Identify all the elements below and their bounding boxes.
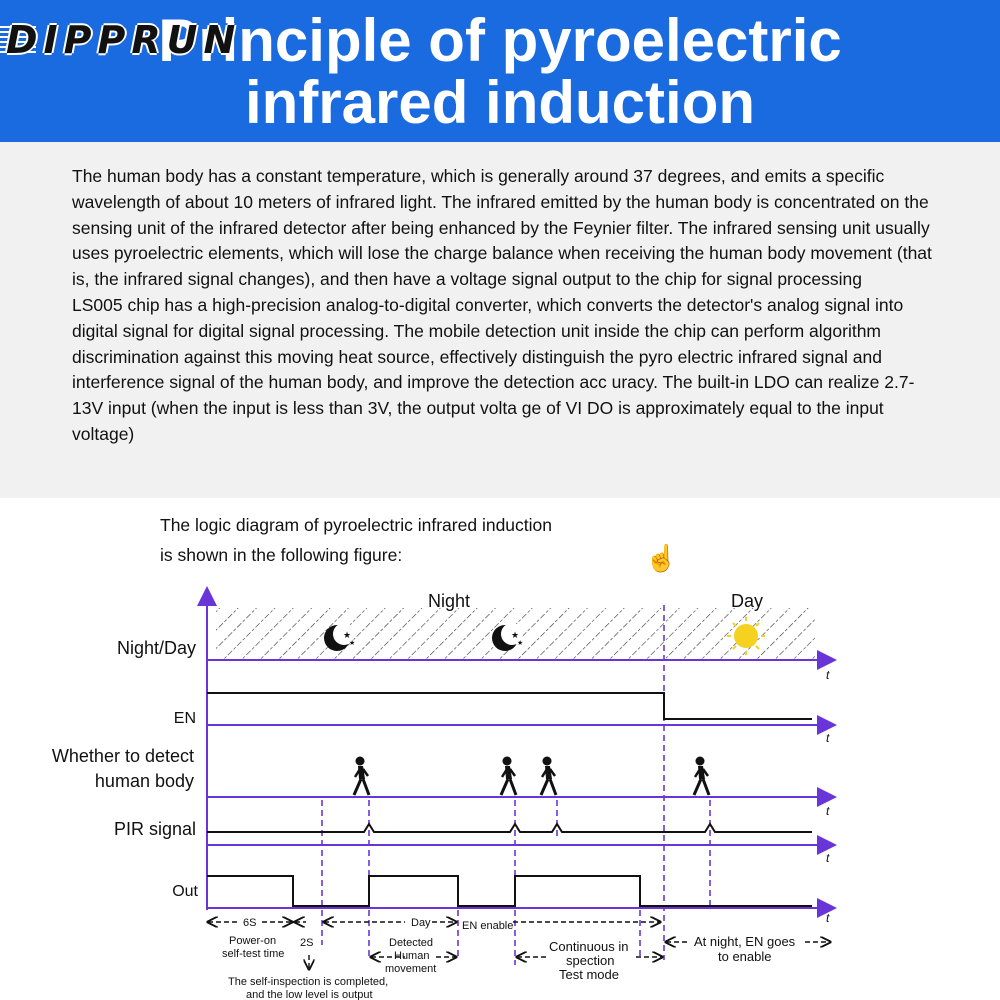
title-line-1: Principle of pyroelectric — [158, 7, 842, 74]
annotation-detected-2: Human — [394, 950, 429, 962]
description-paragraph-1: The human body has a constant temperatur… — [72, 166, 932, 290]
svg-text:★: ★ — [511, 630, 519, 640]
axis-t-label: t — [826, 804, 830, 818]
annotation-detected-1: Detected — [389, 937, 433, 949]
out-signal — [207, 875, 812, 907]
annotation-continuous-2: spection — [566, 953, 614, 968]
annotation-day: Day — [411, 917, 431, 929]
annotation-night-en-1: At night, EN goes — [694, 934, 796, 949]
title-line-2: infrared induction — [245, 69, 755, 136]
annotation-6s: 6S — [243, 917, 256, 929]
caption-line-1: The logic diagram of pyroelectric infrar… — [160, 515, 552, 535]
annotation-power-on-1: Power-on — [229, 935, 276, 947]
svg-text:★: ★ — [349, 639, 355, 647]
pir-signal — [207, 822, 812, 833]
row-label-detect-2: human body — [95, 771, 194, 791]
en-signal — [207, 692, 812, 720]
axis-t-label: t — [826, 911, 830, 925]
annotation-power-on-2: self-test time — [222, 948, 284, 960]
caption-line-2: is shown in the following figure: — [160, 545, 403, 565]
moon-icon: ★★ — [324, 623, 355, 651]
logo-speed-lines — [0, 26, 36, 56]
svg-text:★: ★ — [343, 630, 351, 640]
row-label-night-day: Night/Day — [117, 638, 196, 658]
hand-cursor-icon: ☝ — [645, 543, 678, 573]
walking-person-icon — [499, 755, 518, 797]
annotation-self-insp-1: The self-inspection is completed, — [228, 976, 388, 988]
header-banner: DIPPRUN Principle of pyroelectric infrar… — [0, 0, 1000, 142]
annotation-self-insp-2: and the low level is output — [246, 989, 373, 1000]
page-title: Principle of pyroelectric infrared induc… — [0, 10, 1000, 134]
annotation-detected-3: movement — [385, 963, 436, 975]
walking-person-icon — [692, 755, 711, 797]
row-label-detect-1: Whether to detect — [52, 746, 194, 766]
sun-icon — [727, 617, 765, 655]
brand-logo: DIPPRUN — [6, 18, 242, 62]
row-label-out: Out — [172, 883, 198, 900]
annotation-2s: 2S — [300, 937, 313, 949]
description-paragraph-2: LS005 chip has a high-precision analog-t… — [72, 294, 915, 444]
axis-t-label: t — [826, 668, 830, 682]
description-text: The human body has a constant temperatur… — [72, 164, 942, 448]
axis-t-label: t — [826, 851, 830, 865]
walking-person-icon — [352, 755, 371, 797]
logic-timing-diagram: ★★ ★★ t t t t t — [52, 586, 837, 1000]
moon-icon: ★★ — [492, 623, 523, 651]
annotation-continuous-3: Test mode — [559, 967, 619, 982]
description-block: The human body has a constant temperatur… — [0, 142, 1000, 498]
annotation-night-en-2: to enable — [718, 949, 772, 964]
walking-person-icon — [539, 755, 558, 797]
night-hatch-band — [216, 608, 664, 660]
svg-text:★: ★ — [517, 639, 523, 647]
annotation-continuous-1: Continuous in — [549, 939, 629, 954]
axis-t-label: t — [826, 731, 830, 745]
row-label-pir: PIR signal — [114, 819, 196, 839]
annotation-en-enable: EN enable — [462, 920, 513, 932]
day-label: Day — [731, 591, 763, 611]
night-label: Night — [428, 591, 470, 611]
row-label-en: EN — [174, 710, 196, 727]
diagram-caption: The logic diagram of pyroelectric infrar… — [160, 510, 552, 570]
